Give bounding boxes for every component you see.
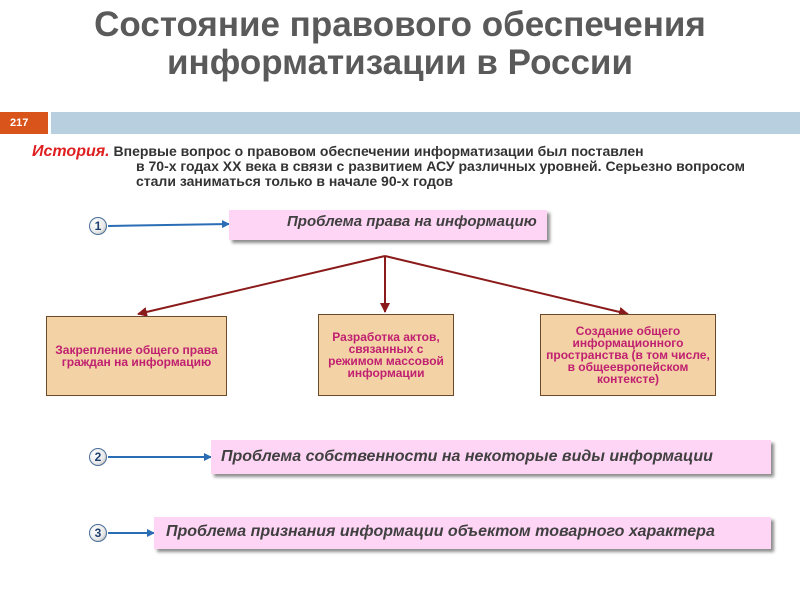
slide-number-bar <box>51 112 800 134</box>
branch-arrow-right <box>384 255 629 317</box>
subtopic-left: Закрепление общего права граждан на инфо… <box>46 316 227 396</box>
arrow-1 <box>107 220 230 229</box>
problem-2-number: 2 <box>89 448 107 466</box>
history-label: История. <box>32 143 110 160</box>
problem-2-box: Проблема собственности на некоторые виды… <box>211 440 771 474</box>
subtopic-center: Разработка актов, связанных с режимом ма… <box>318 314 454 396</box>
slide-title: Состояние правового обеспечения информат… <box>94 5 706 82</box>
history-line-1: Впервые вопрос о правовом обеспечении ин… <box>109 143 644 159</box>
problem-1-box: Проблема права на информацию <box>229 210 547 240</box>
problem-3-number: 3 <box>89 524 107 542</box>
history-text: История. Впервые вопрос о правовом обесп… <box>32 144 752 189</box>
subtopic-right: Создание общего информационного простран… <box>540 314 716 396</box>
branch-arrow-left <box>137 255 386 317</box>
slide-number-badge: 217 <box>0 112 48 134</box>
problem-3-box: Проблема признания информации объектом т… <box>154 517 771 549</box>
history-line-2: в 70-х годах XX века в связи с развитием… <box>136 158 745 189</box>
problem-1-number: 1 <box>89 217 107 235</box>
